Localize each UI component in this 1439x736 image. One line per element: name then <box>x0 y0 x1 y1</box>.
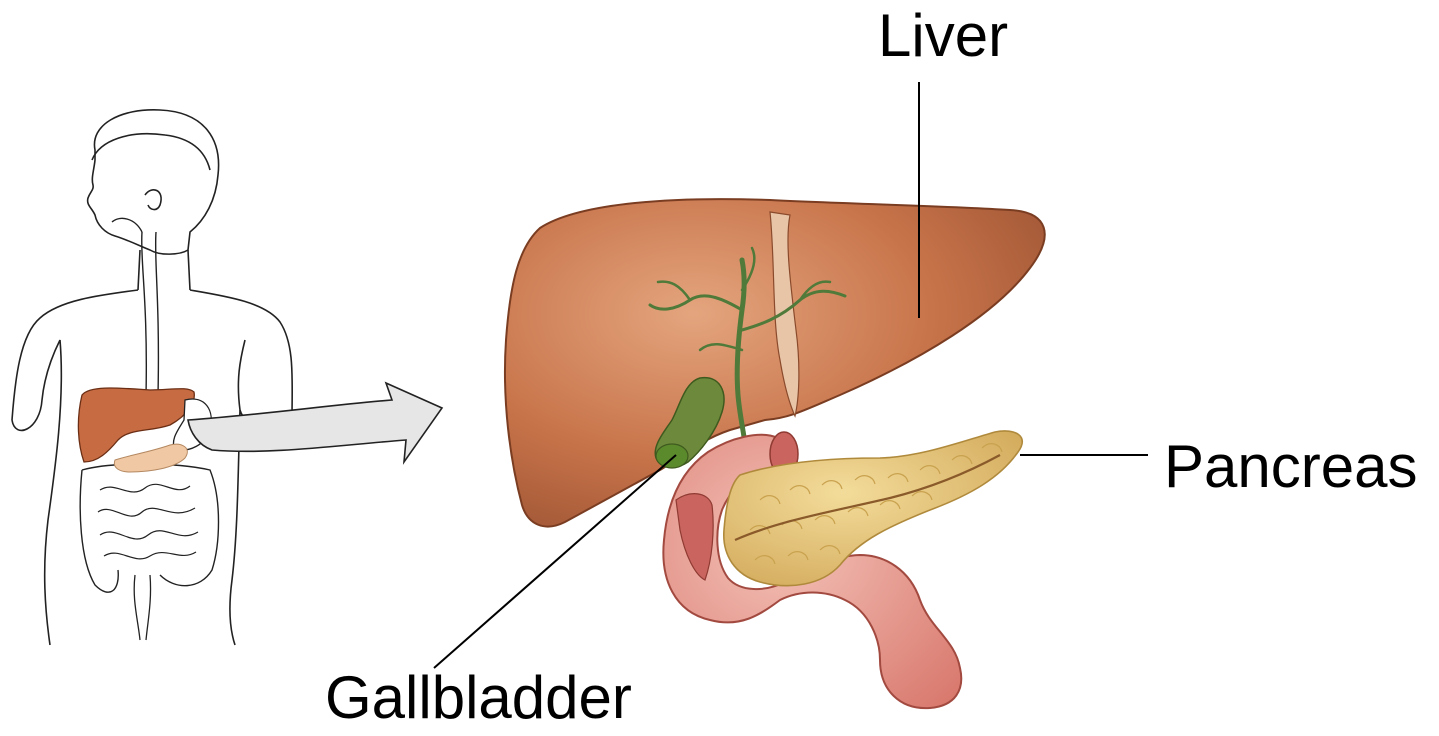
human-figure <box>12 110 292 645</box>
figure-head <box>88 110 219 254</box>
figure-mouth-cavity <box>112 218 142 232</box>
figure-arm-left <box>12 340 60 430</box>
liver-label: Liver <box>878 6 1008 66</box>
figure-waist-left <box>45 340 62 645</box>
figure-hair-line <box>92 134 210 170</box>
figure-neck <box>138 250 190 290</box>
gallbladder-label: Gallbladder <box>325 668 632 728</box>
figure-rectum <box>134 575 150 640</box>
figure-large-intestine <box>80 464 218 592</box>
gallbladder-fundus <box>656 444 688 468</box>
pancreas-label: Pancreas <box>1164 437 1417 497</box>
figure-small-intestine <box>98 484 198 559</box>
figure-ear <box>145 190 161 210</box>
figure-mini-pancreas <box>114 444 187 472</box>
zoom-arrow <box>188 383 442 462</box>
figure-esophagus <box>142 232 159 395</box>
